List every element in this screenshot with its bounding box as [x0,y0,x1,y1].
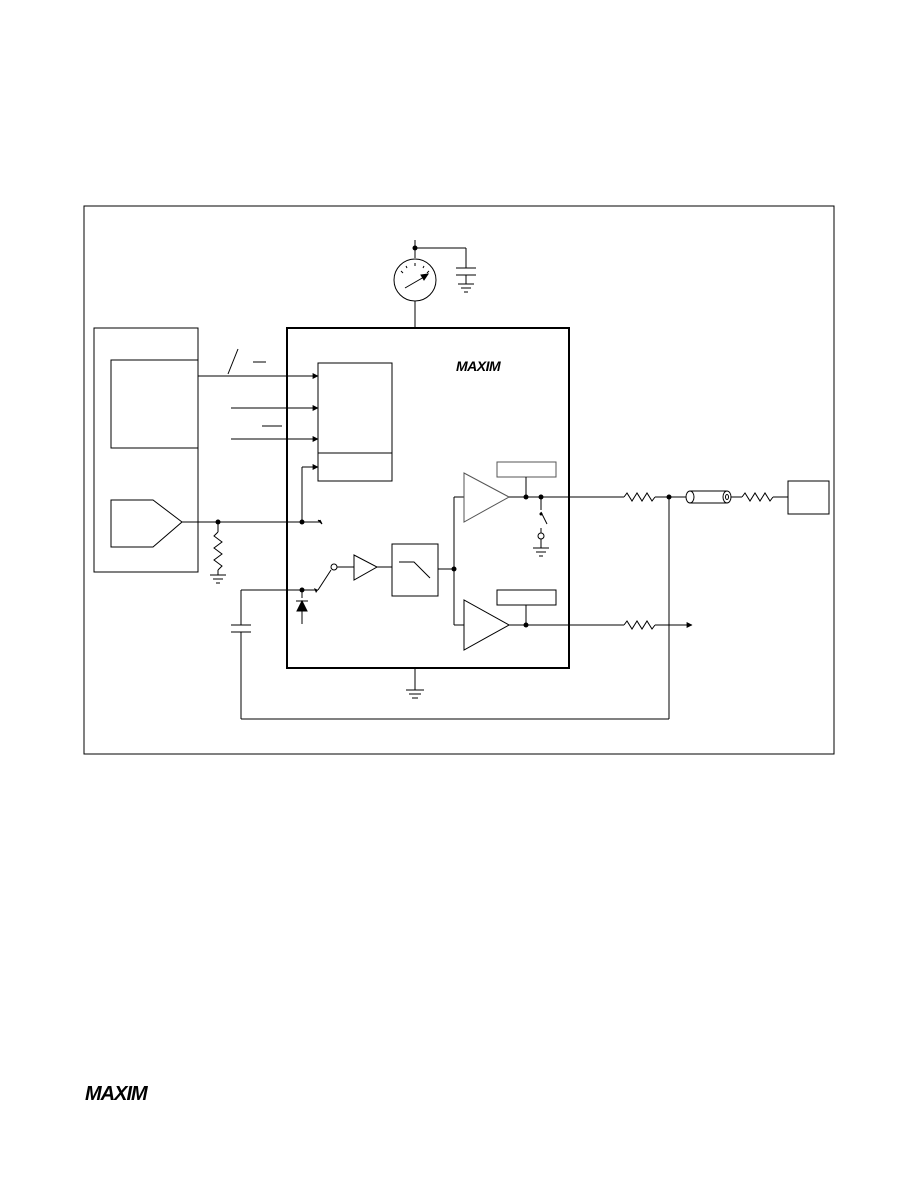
upper-output-network [623,480,830,515]
upper-back-termination-resistor [623,492,656,502]
clamp-diode-icon [296,599,308,624]
display-load-block [787,480,830,515]
lower-gain-block [496,589,557,606]
supply-section [393,240,476,328]
input-node [215,519,221,525]
meter-dial-icon [400,263,430,289]
mute-switch-contact [537,532,545,540]
output-node [666,494,672,500]
logic-tap-node [299,519,305,525]
switch-contact [330,563,338,571]
lower-back-termination-resistor [623,620,656,630]
clamp-circuit [231,497,670,720]
ic-package [286,327,570,669]
footer-brand-logo: MAXIM [85,1083,149,1105]
input-buffer [337,554,392,581]
figure-frame [83,205,835,755]
ic-brand-logo: MAXIM [456,358,501,374]
ic-ground [406,668,424,699]
output-driver-lower [463,589,693,651]
upper-gain-block [496,461,557,478]
filter-output-node [451,566,457,572]
supply-node [412,245,418,251]
ic-control-logic [317,362,393,482]
lowpass-response-icon [399,561,431,579]
host-controller-block [93,327,199,573]
clamp-switch [317,569,332,591]
input-termination-resistor [213,531,223,571]
coax-cable-icon [690,490,727,504]
load-termination-resistor [741,492,774,502]
control-lines [198,348,319,442]
host-video-source-icon [110,499,183,548]
lowpass-filter [391,496,464,626]
host-logic-block [110,359,199,449]
output-driver-upper [463,461,624,557]
video-input-path [182,464,323,584]
